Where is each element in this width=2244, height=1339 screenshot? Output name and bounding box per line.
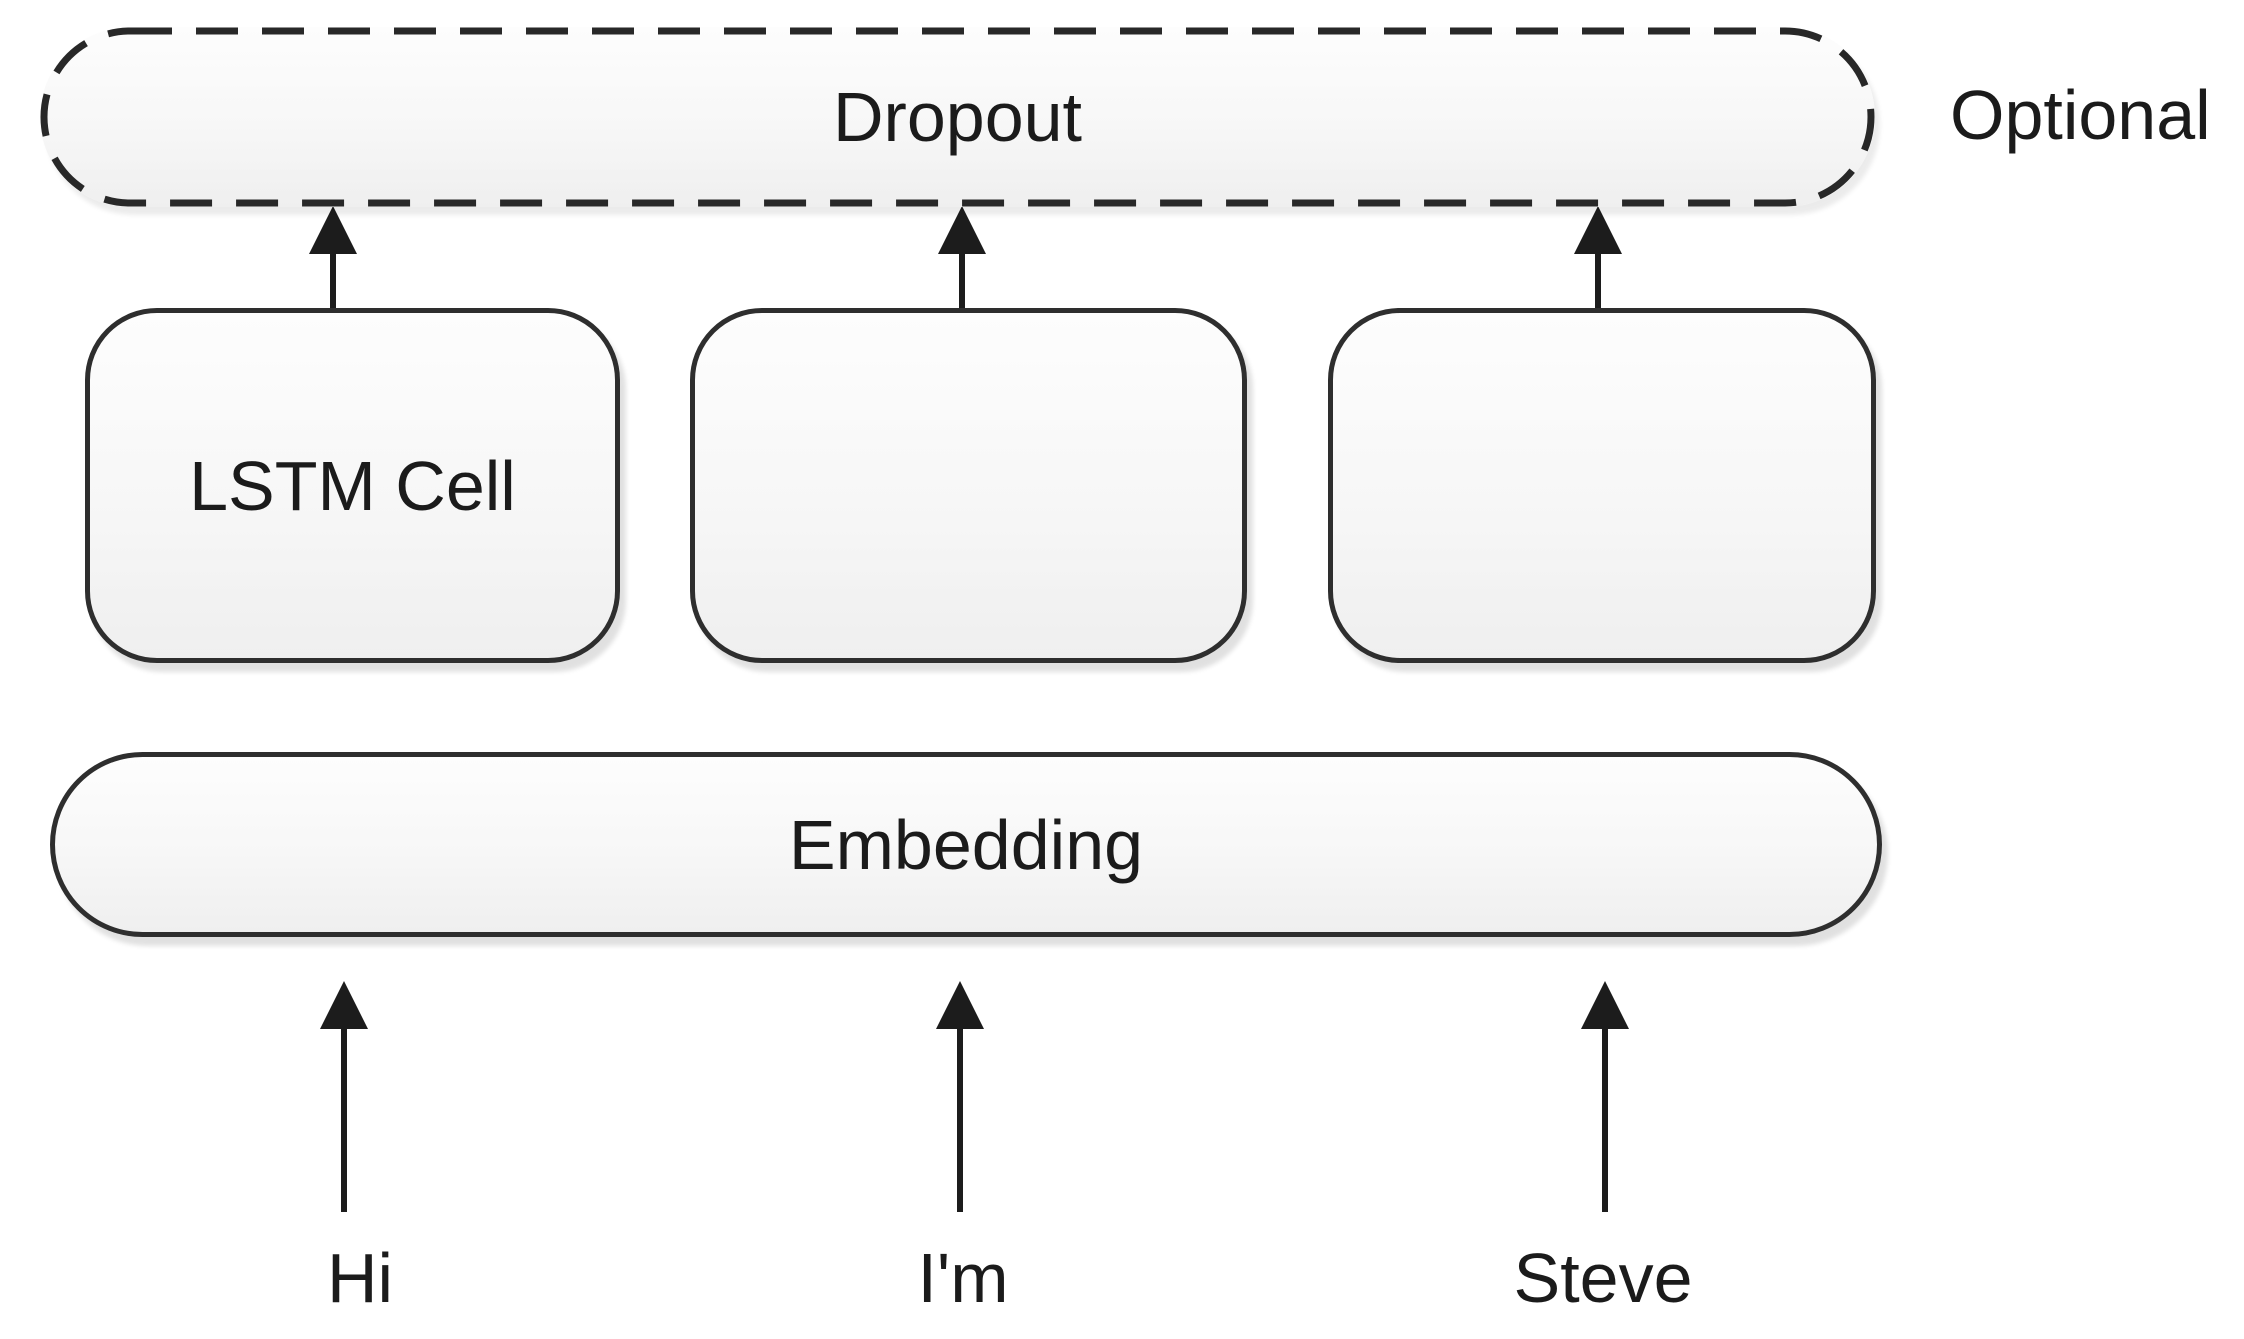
optional-label: Optional	[1950, 76, 2211, 154]
dropout-label: Dropout	[832, 78, 1083, 156]
embedding-label: Embedding	[788, 805, 1144, 884]
arrowhead-up-icon	[936, 981, 984, 1029]
dropout-dashed-border	[40, 27, 1875, 207]
token-label-hi: Hi	[326, 1239, 394, 1317]
arrow-lstm3-to-dropout	[1574, 206, 1622, 310]
lstm-cell-box-1: LSTM Cell	[85, 308, 620, 663]
token-label-im: I'm	[917, 1239, 1009, 1317]
embedding-box: Embedding	[50, 752, 1882, 937]
arrow-lstm2-to-dropout	[938, 206, 986, 310]
arrowhead-up-icon	[938, 206, 986, 254]
dropout-box: Dropout	[40, 27, 1875, 207]
arrowhead-up-icon	[309, 206, 357, 254]
arrow-token-im-to-embedding	[936, 981, 984, 1212]
arrow-lstm1-to-dropout	[309, 206, 357, 310]
lstm-cell-box-3	[1328, 308, 1876, 663]
arrow-token-hi-to-embedding	[320, 981, 368, 1212]
lstm-cell-box-2	[690, 308, 1247, 663]
arrowhead-up-icon	[1574, 206, 1622, 254]
lstm-cell-label: LSTM Cell	[189, 446, 516, 525]
arrow-token-steve-to-embedding	[1581, 981, 1629, 1212]
arrowhead-up-icon	[320, 981, 368, 1029]
token-label-steve: Steve	[1513, 1239, 1693, 1317]
arrowhead-up-icon	[1581, 981, 1629, 1029]
